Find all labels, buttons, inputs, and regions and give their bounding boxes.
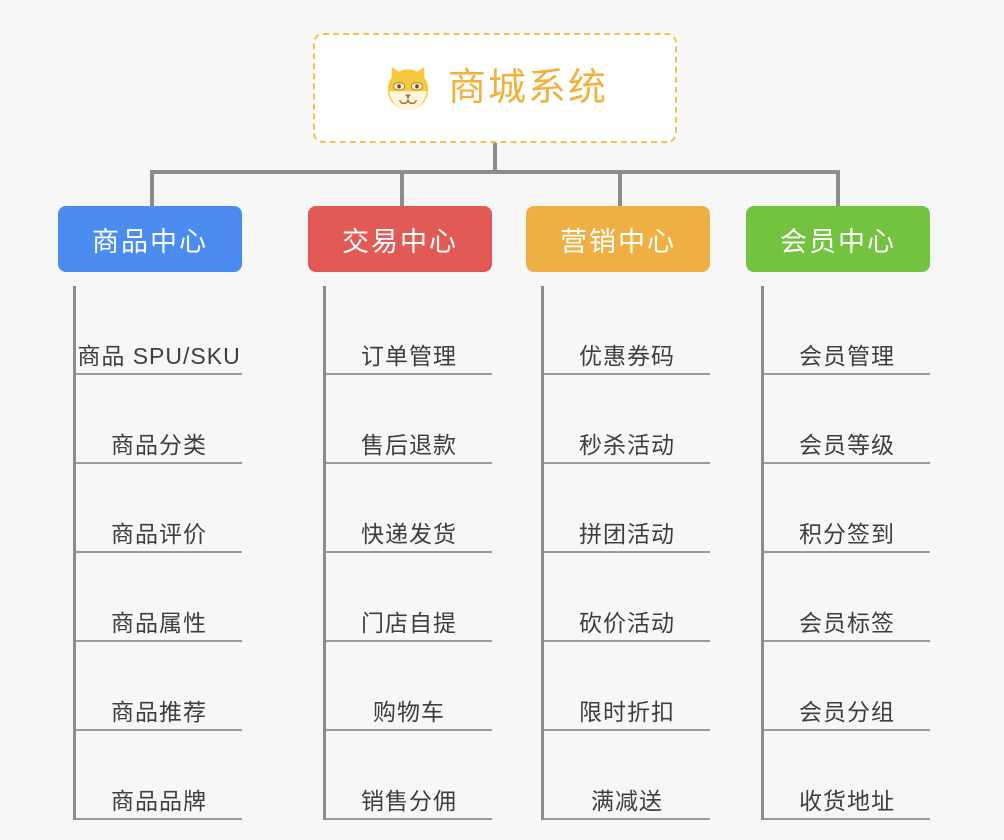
list-item[interactable]: 商品属性 [76,553,242,642]
list-item[interactable]: 会员等级 [764,375,930,464]
category-header-product-center[interactable]: 商品中心 [58,206,242,272]
list-item[interactable]: 门店自提 [326,553,492,642]
leaf-label: 会员分组 [799,698,895,725]
leaf-label: 商品属性 [111,609,207,636]
column-product-center: 商品中心 商品 SPU/SKU 商品分类 商品评价 商品属性 商品推荐 商品品牌 [58,206,242,820]
leaf-label: 购物车 [373,698,445,725]
leaf-label: 会员标签 [799,609,895,636]
list-item[interactable]: 购物车 [326,642,492,731]
leaf-label: 商品品牌 [111,787,207,814]
leaf-label: 销售分佣 [361,787,457,814]
leaf-label: 砍价活动 [579,609,675,636]
category-header-label: 会员中心 [780,226,896,257]
list-item[interactable]: 秒杀活动 [544,375,710,464]
category-header-label: 商品中心 [92,226,208,257]
category-header-trade-center[interactable]: 交易中心 [308,206,492,272]
leaf-label: 订单管理 [361,342,457,369]
list-item[interactable]: 收货地址 [764,731,930,820]
root-node-mall-system[interactable]: 商城系统 [313,33,677,143]
leaf-label: 门店自提 [361,609,457,636]
list-item[interactable]: 满减送 [544,731,710,820]
leaf-label: 拼团活动 [579,520,675,547]
column-member-center: 会员中心 会员管理 会员等级 积分签到 会员标签 会员分组 收货地址 [746,206,930,820]
list-item[interactable]: 优惠券码 [544,286,710,375]
list-item[interactable]: 积分签到 [764,464,930,553]
leaf-label: 商品分类 [111,431,207,458]
list-item[interactable]: 商品分类 [76,375,242,464]
column-marketing-center: 营销中心 优惠券码 秒杀活动 拼团活动 砍价活动 限时折扣 满减送 [526,206,710,820]
leaf-label: 会员等级 [799,431,895,458]
list-item[interactable]: 销售分佣 [326,731,492,820]
connector-drop-4 [836,170,840,206]
column-trade-center: 交易中心 订单管理 售后退款 快递发货 门店自提 购物车 销售分佣 [308,206,492,820]
leaf-list-member-center: 会员管理 会员等级 积分签到 会员标签 会员分组 收货地址 [761,286,930,820]
list-item[interactable]: 快递发货 [326,464,492,553]
leaf-list-product-center: 商品 SPU/SKU 商品分类 商品评价 商品属性 商品推荐 商品品牌 [73,286,242,820]
leaf-label: 秒杀活动 [579,431,675,458]
category-header-label: 营销中心 [560,226,676,257]
connector-horizontal-bus [150,170,840,174]
leaf-label: 积分签到 [799,520,895,547]
leaf-label: 商品评价 [111,520,207,547]
connector-drop-3 [618,170,622,206]
list-item[interactable]: 订单管理 [326,286,492,375]
category-header-member-center[interactable]: 会员中心 [746,206,930,272]
leaf-label: 商品 SPU/SKU [77,342,241,369]
leaf-label: 售后退款 [361,431,457,458]
category-header-marketing-center[interactable]: 营销中心 [526,206,710,272]
category-header-label: 交易中心 [342,226,458,257]
leaf-label: 收货地址 [799,787,895,814]
list-item[interactable]: 会员标签 [764,553,930,642]
connector-root-stem [493,143,497,172]
leaf-label: 商品推荐 [111,698,207,725]
list-item[interactable]: 拼团活动 [544,464,710,553]
connector-drop-2 [400,170,404,206]
list-item[interactable]: 砍价活动 [544,553,710,642]
leaf-label: 限时折扣 [579,698,675,725]
leaf-label: 满减送 [591,787,663,814]
shiba-dog-icon [387,66,429,110]
list-item[interactable]: 会员分组 [764,642,930,731]
list-item[interactable]: 商品 SPU/SKU [76,286,242,375]
list-item[interactable]: 商品评价 [76,464,242,553]
list-item[interactable]: 商品品牌 [76,731,242,820]
list-item[interactable]: 限时折扣 [544,642,710,731]
list-item[interactable]: 会员管理 [764,286,930,375]
leaf-label: 快递发货 [361,520,457,547]
leaf-label: 会员管理 [799,342,895,369]
leaf-list-marketing-center: 优惠券码 秒杀活动 拼团活动 砍价活动 限时折扣 满减送 [541,286,710,820]
connector-drop-1 [150,170,154,206]
leaf-label: 优惠券码 [579,342,675,369]
list-item[interactable]: 售后退款 [326,375,492,464]
root-node-label: 商城系统 [447,67,608,109]
leaf-list-trade-center: 订单管理 售后退款 快递发货 门店自提 购物车 销售分佣 [323,286,492,820]
list-item[interactable]: 商品推荐 [76,642,242,731]
